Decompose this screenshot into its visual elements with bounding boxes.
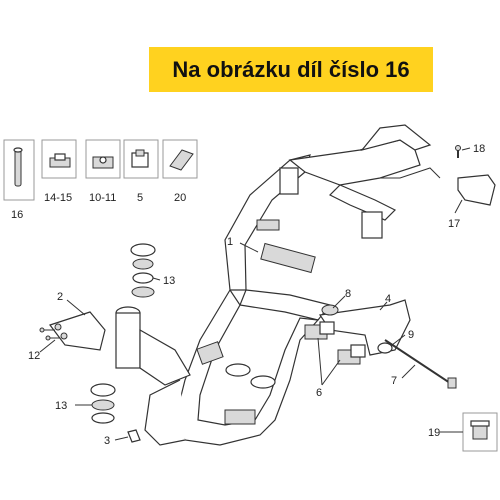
bolt-part-7[interactable]: [384, 339, 457, 389]
steering-bearing-stack[interactable]: [90, 243, 191, 424]
cap-icon: [470, 420, 490, 440]
part-box-19[interactable]: [462, 412, 498, 452]
leader-lines: [39, 147, 471, 441]
callout-19: 19: [428, 427, 440, 439]
bracket-part-2[interactable]: [49, 311, 106, 351]
callout-18: 18: [473, 143, 485, 155]
silent-block-part-6[interactable]: [304, 321, 366, 365]
part-box-16[interactable]: [3, 139, 35, 201]
callout-7: 7: [391, 375, 397, 387]
callout-12: 12: [28, 350, 40, 362]
callout-16: 16: [11, 209, 23, 221]
part-box-20[interactable]: [162, 139, 198, 179]
callout-4: 4: [385, 293, 391, 305]
part-box-14-15[interactable]: [41, 139, 77, 179]
frame-part-1[interactable]: [144, 124, 441, 446]
callout-6: 6: [316, 387, 322, 399]
banner-text: Na obrázku díl číslo 16: [172, 56, 410, 82]
bracket-icon: [131, 149, 149, 168]
washer-part-9[interactable]: [377, 342, 393, 354]
callout-13-lower: 13: [55, 400, 67, 412]
callout-8: 8: [345, 288, 351, 300]
part-box-10-11[interactable]: [85, 139, 121, 179]
callout-3: 3: [104, 435, 110, 447]
clip-icon: [49, 153, 71, 168]
screw-part-18[interactable]: [455, 145, 461, 159]
bolt-icon: [14, 149, 22, 187]
mudguard-part-17[interactable]: [457, 174, 496, 206]
callout-5: 5: [137, 192, 143, 204]
callout-9: 9: [408, 329, 414, 341]
callout-13-upper: 13: [163, 275, 175, 287]
callout-10-11: 10-11: [89, 192, 116, 204]
callout-17: 17: [448, 218, 460, 230]
clip-part-3[interactable]: [127, 429, 141, 443]
title-banner: Na obrázku díl číslo 16: [149, 47, 433, 92]
callout-14-15: 14-15: [44, 192, 72, 204]
callout-2: 2: [57, 291, 63, 303]
nut-icon: [92, 156, 114, 169]
pad-icon: [169, 149, 194, 171]
screws-part-12[interactable]: [39, 327, 60, 341]
part-box-5[interactable]: [123, 139, 159, 179]
callout-1: 1: [227, 236, 233, 248]
callout-20: 20: [174, 192, 186, 204]
